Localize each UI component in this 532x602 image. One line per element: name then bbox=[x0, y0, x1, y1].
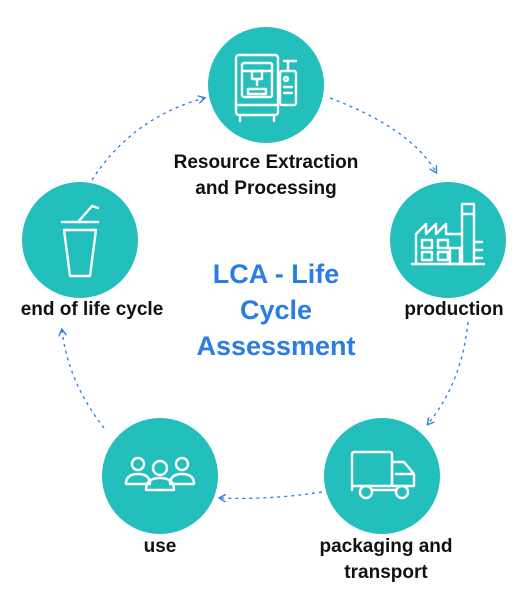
stage-end-label: end of life cycle bbox=[20, 299, 164, 320]
stage-resource-label: Resource Extraction and Processing bbox=[173, 152, 359, 199]
people-group-icon bbox=[124, 456, 196, 492]
stage-packaging-circle bbox=[324, 418, 440, 534]
stage-production-label: production bbox=[404, 299, 504, 320]
stage-use-circle bbox=[102, 418, 218, 534]
stage-production-circle bbox=[390, 182, 506, 298]
stage-resource-circle bbox=[208, 27, 324, 143]
factory-icon bbox=[410, 202, 486, 266]
arrow-use-to-end bbox=[62, 330, 105, 429]
stage-packaging-label: packaging and transport bbox=[319, 536, 453, 583]
arrow-production-to-packaging bbox=[428, 321, 469, 424]
arrow-resource-to-production bbox=[329, 97, 436, 172]
arrow-packaging-to-use bbox=[220, 491, 323, 498]
arrow-end-to-resource bbox=[91, 98, 204, 181]
delivery-truck-icon bbox=[350, 450, 416, 500]
disposable-cup-icon bbox=[60, 204, 100, 278]
stage-use-label: use bbox=[143, 536, 177, 557]
stage-end-circle bbox=[22, 182, 138, 298]
diagram-title: LCA - Life Cycle Assessment bbox=[196, 259, 356, 361]
3d-printer-machine-icon bbox=[234, 53, 298, 123]
